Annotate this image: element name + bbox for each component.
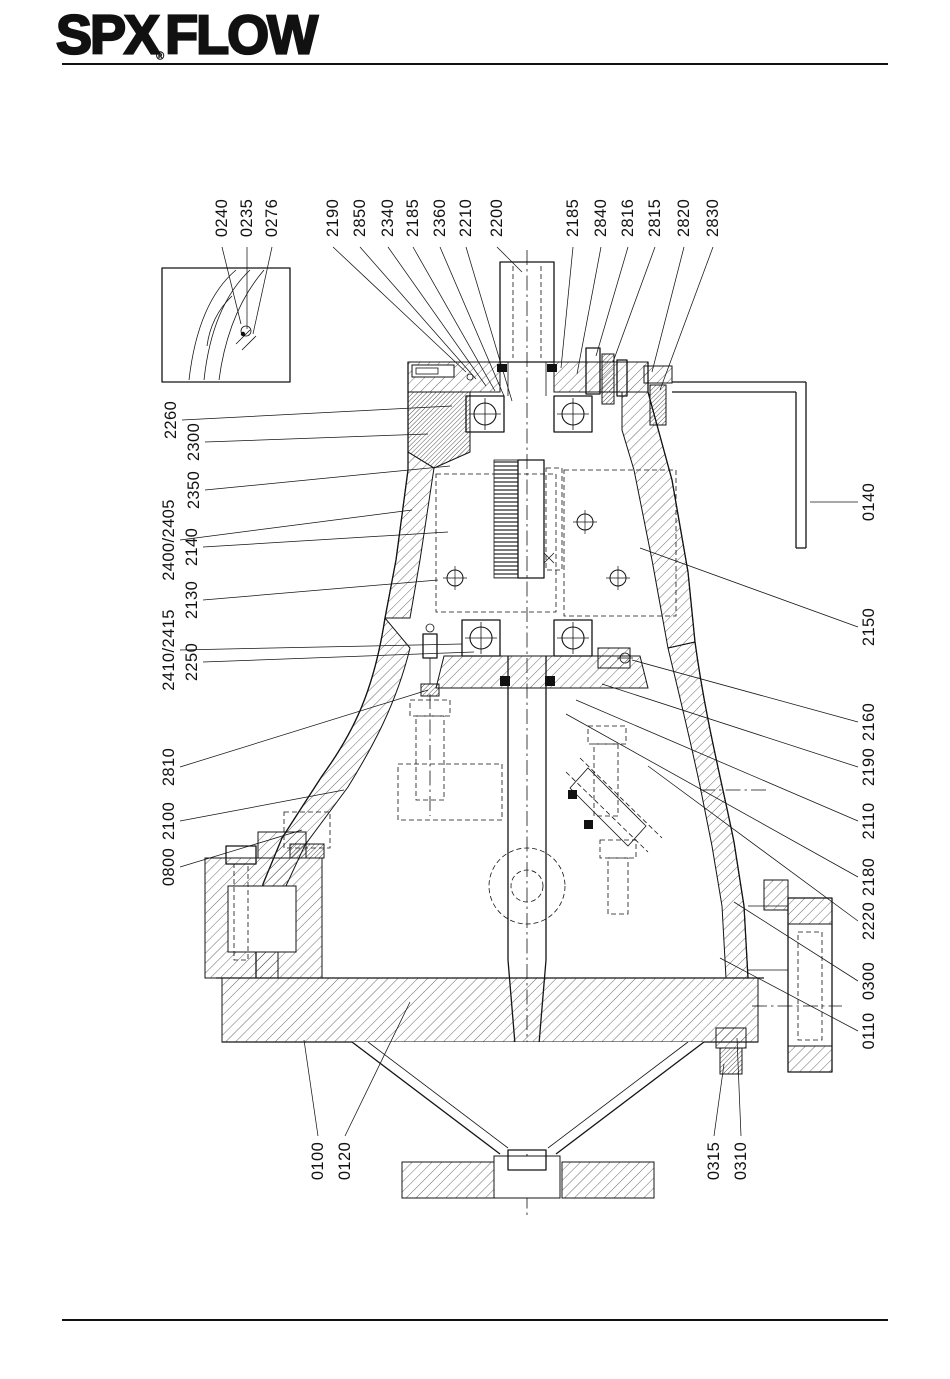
part-label-2185-left: 2185	[404, 199, 422, 237]
part-label-2190-top: 2190	[324, 199, 342, 237]
casing-bottom-flange	[216, 977, 764, 1199]
part-label-2820: 2820	[675, 199, 693, 237]
part-label-2220: 2220	[860, 902, 878, 940]
part-label-0300: 0300	[860, 962, 878, 1000]
balance-pipe	[672, 381, 807, 549]
part-label-0235: 0235	[238, 199, 256, 237]
part-label-2816: 2816	[619, 199, 637, 237]
part-label-2110: 2110	[860, 802, 878, 839]
part-labels: 0240 0235 0276 2190 2850 2340 2185 2360 …	[160, 199, 878, 1180]
registered-mark: ®	[156, 50, 165, 63]
part-label-0140: 0140	[860, 483, 878, 521]
part-label-0120: 0120	[336, 1142, 354, 1180]
part-label-0240: 0240	[213, 199, 231, 237]
left-flange-block	[204, 811, 331, 979]
part-label-2350: 2350	[185, 471, 203, 509]
part-label-2140: 2140	[183, 528, 201, 566]
part-label-2830: 2830	[704, 199, 722, 237]
logo-text-spx: SPX	[55, 3, 161, 66]
part-label-2160: 2160	[860, 703, 878, 741]
spxflow-logo: SPX®FLOW	[55, 3, 319, 66]
footer-rule	[62, 1319, 888, 1321]
part-label-2815: 2815	[646, 199, 664, 237]
upper-bearings	[465, 395, 593, 433]
logo-text-flow: FLOW	[164, 3, 319, 66]
part-label-2410-2415: 2410/2415	[160, 609, 178, 691]
leader-lines	[179, 246, 859, 1137]
part-label-0315: 0315	[705, 1142, 723, 1180]
part-label-2130: 2130	[183, 581, 201, 619]
part-label-2400-2405: 2400/2405	[160, 499, 178, 581]
part-label-2340: 2340	[379, 199, 397, 237]
part-label-2180: 2180	[860, 858, 878, 896]
lower-bearings	[420, 619, 649, 697]
part-label-2150: 2150	[860, 608, 878, 646]
part-label-2840: 2840	[592, 199, 610, 237]
part-label-2100: 2100	[160, 802, 178, 840]
shaft-upper-end	[499, 261, 555, 396]
volute-internals	[397, 694, 663, 925]
part-label-2185-right: 2185	[564, 199, 582, 237]
part-label-2190-right: 2190	[860, 748, 878, 786]
part-label-2200: 2200	[488, 199, 506, 237]
part-label-2210: 2210	[457, 199, 475, 237]
part-label-2260: 2260	[162, 401, 180, 439]
part-label-0310: 0310	[732, 1142, 750, 1180]
part-label-2810: 2810	[160, 748, 178, 786]
part-label-0800: 0800	[160, 848, 178, 886]
part-label-2360: 2360	[431, 199, 449, 237]
part-label-0276: 0276	[263, 199, 281, 237]
discharge-flange	[748, 879, 833, 1073]
part-label-2850: 2850	[351, 199, 369, 237]
part-label-0100: 0100	[309, 1142, 327, 1180]
part-label-2300: 2300	[185, 423, 203, 461]
part-label-0110: 0110	[860, 1012, 878, 1049]
part-label-2250: 2250	[183, 643, 201, 681]
gear-cavity	[435, 459, 677, 617]
detail-inset	[161, 267, 291, 383]
header-rule	[62, 63, 888, 65]
